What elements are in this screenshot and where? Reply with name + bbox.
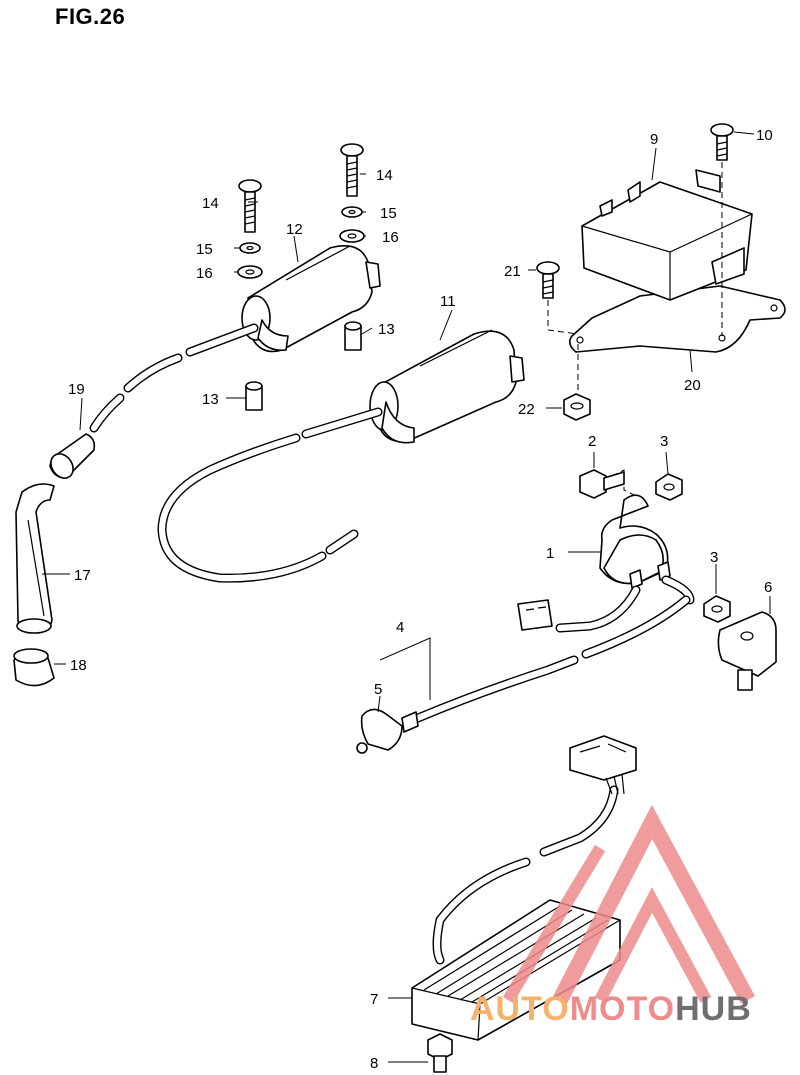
watermark-logo-text: AUTOMOTOHUB [470,990,752,1029]
leader-lines [42,131,771,1063]
screw-14-right[interactable] [340,143,364,197]
plug-cap-19[interactable] [46,433,96,482]
washer-15-right[interactable] [341,206,363,218]
ignition-coil-11[interactable] [369,329,525,444]
watermark-part-auto: AUTO [470,990,570,1028]
callout-10: 10 [756,127,773,144]
ignition-coil-12[interactable] [241,245,381,353]
plug-cover-17[interactable] [15,483,55,634]
callout-9: 9 [650,131,658,148]
callout-18: 18 [70,657,87,674]
terminal-cap-5[interactable] [356,708,419,754]
callout-8: 8 [370,1055,378,1072]
spacer-13-lower[interactable] [245,381,263,411]
callout-13-upper: 13 [378,321,395,338]
callout-14-right: 14 [376,167,393,184]
callout-2: 2 [588,433,596,450]
connector-regulator[interactable] [569,735,637,781]
callout-11: 11 [440,293,456,310]
callout-4: 4 [396,619,404,636]
callout-17: 17 [74,567,91,584]
callout-15-left: 15 [196,241,213,258]
watermark-part-moto: MOTO [569,990,676,1028]
washer-15-left[interactable] [239,242,261,254]
callout-3-lower: 3 [710,549,718,566]
watermark-part-hub: HUB [675,990,752,1028]
washer-16-left[interactable] [237,265,263,279]
callout-16-left: 16 [196,265,213,282]
callout-19: 19 [68,381,85,398]
nut-3-upper[interactable] [655,473,683,501]
callout-15-right: 15 [380,205,397,222]
callout-labels: 1 2 3 3 4 5 6 7 8 9 10 11 12 13 13 14 14… [68,127,773,1072]
callout-3-upper: 3 [660,433,668,450]
callout-22: 22 [518,401,535,418]
callout-13-lower: 13 [202,391,219,408]
bolt-8[interactable] [427,1033,453,1073]
seal-18[interactable] [13,648,55,687]
callout-6: 6 [764,579,772,596]
igniter-unit-9[interactable] [581,169,753,301]
bracket-20[interactable] [568,285,786,353]
watermark-logo-mark [502,804,756,1004]
wiring-harness-relay [555,575,695,633]
nut-22[interactable] [563,393,591,421]
spacer-13-upper[interactable] [344,321,362,351]
callout-12: 12 [286,221,303,238]
connector-relay[interactable] [517,599,553,631]
screw-21[interactable] [536,261,560,299]
figure-title: FIG.26 [55,4,126,29]
bolt-2[interactable] [579,469,625,499]
wiring-harness-regulator [432,773,625,965]
callout-21: 21 [504,263,521,280]
sensor-6[interactable] [717,611,777,691]
ht-lead-11 [157,407,383,583]
screw-14-left[interactable] [238,179,262,233]
callout-1: 1 [546,545,554,562]
callout-7: 7 [370,991,378,1008]
callout-16-right: 16 [382,229,399,246]
nut-3-lower[interactable] [703,595,731,623]
washer-16-right[interactable] [339,229,365,243]
screw-10[interactable] [710,123,734,161]
callout-5: 5 [374,681,382,698]
lead-wire-4[interactable] [413,595,691,723]
ht-lead-12 [89,323,259,433]
callout-14-left: 14 [202,195,219,212]
callout-20: 20 [684,377,701,394]
starter-relay-1[interactable] [599,494,671,589]
